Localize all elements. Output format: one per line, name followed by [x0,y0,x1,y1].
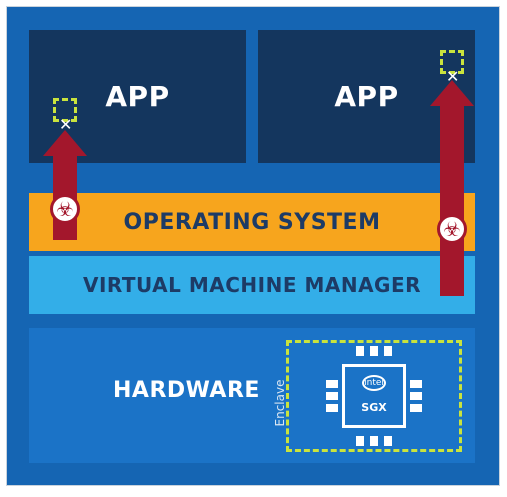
x-icon: ✕ [446,67,460,86]
target-marker-right [440,50,464,74]
x-icon: ✕ [59,115,73,134]
enclave-label: Enclave [273,379,287,427]
sgx-chip-icon: intel SGX [316,346,432,446]
virtual-machine-manager-layer: VIRTUAL MACHINE MANAGER [29,256,475,314]
operating-system-label: OPERATING SYSTEM [123,209,381,235]
enclave-boundary [286,340,462,452]
attack-arrow-right-shaft [440,102,464,296]
app-left-label: APP [105,80,170,113]
attack-arrow-left-head [43,130,87,156]
app-right-label: APP [334,80,399,113]
biohazard-icon: ☣ [437,214,467,244]
attack-arrow-right-head [430,80,474,106]
operating-system-layer: OPERATING SYSTEM [29,193,475,251]
intel-logo-icon: intel [362,375,386,391]
hardware-label: HARDWARE [113,378,260,403]
sgx-label: SGX [361,401,387,414]
target-marker-left [53,98,77,122]
chip-body: intel SGX [342,364,406,428]
virtual-machine-manager-label: VIRTUAL MACHINE MANAGER [82,273,422,297]
biohazard-icon: ☣ [50,194,80,224]
